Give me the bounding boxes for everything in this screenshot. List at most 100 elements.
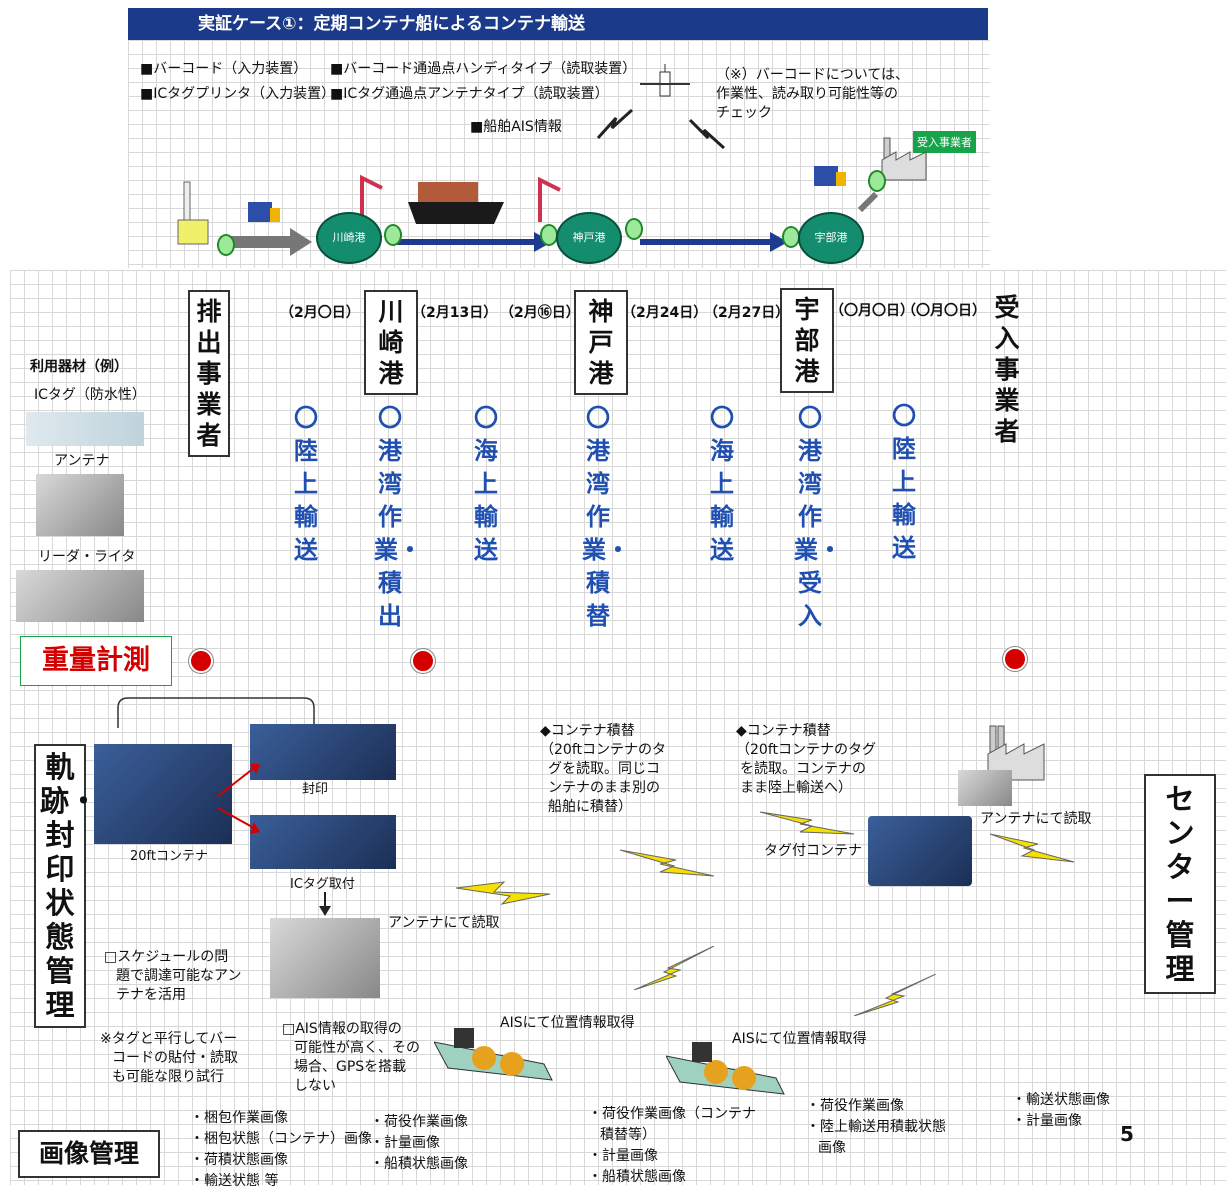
factory-icon	[177, 181, 209, 245]
center-management-label: センター管理	[1144, 774, 1216, 994]
ship-icon	[434, 1028, 553, 1081]
lightning-icon	[620, 849, 715, 877]
list-item: ・計量画像	[588, 1148, 658, 1164]
head-kobe: 神戸港	[574, 290, 628, 395]
note-line: 場合、GPSを搭載	[294, 1059, 407, 1075]
container-label: 20ftコンテナ	[130, 849, 208, 864]
note-line: しない	[294, 1078, 336, 1094]
reader-writer-image	[16, 570, 144, 622]
tagged-container-truck	[868, 816, 972, 886]
image-list-receiver: ・輸送状態画像 ・計量画像	[1012, 1090, 1110, 1132]
equipment-item: ■バーコード（入力装置）	[140, 61, 308, 77]
factory-icon	[881, 137, 927, 181]
page-title: 実証ケース①：定期コンテナ船によるコンテナ輸送	[128, 8, 988, 40]
ictag-label: ICタグ取付	[290, 877, 355, 892]
date-label: （2月24日）	[622, 305, 708, 321]
note-line: 作業性、読み取り可能性等の	[716, 86, 898, 102]
note-line: コードの貼付・読取	[112, 1050, 238, 1066]
tracking-label: 軌跡・封印状態管理	[34, 744, 98, 1028]
note-line: （※）バーコードについては、	[716, 67, 910, 83]
list-item: ・計量画像	[370, 1135, 440, 1151]
list-item: ・陸上輸送用積載状態	[806, 1119, 946, 1135]
note-line: を読取。コンテナの	[740, 761, 866, 777]
note-line: 可能性が高く、その	[294, 1040, 420, 1056]
equipment-item: ■ICタグ通過点アンテナタイプ（読取装置）	[330, 86, 609, 102]
equipment-antenna: アンテナ	[54, 453, 110, 469]
lightning-icon	[688, 118, 726, 150]
head-kawasaki: 川崎港	[364, 290, 418, 395]
port-ube: 宇部港	[798, 212, 864, 264]
list-item: ・輸送状態 等	[190, 1173, 279, 1189]
flow-diagram-panel	[128, 40, 990, 268]
date-label: （2月27日）	[704, 305, 790, 321]
note-line: まま陸上輸送へ）	[740, 780, 852, 796]
lightning-icon	[596, 108, 634, 140]
bracket-line	[117, 697, 315, 728]
list-item: ・船積状態画像	[370, 1156, 468, 1172]
ictag-photo	[250, 815, 396, 869]
equipment-reader: リーダ・ライタ	[38, 549, 136, 565]
note-line: □スケジュールの問	[104, 949, 229, 965]
truck-icon	[814, 166, 846, 186]
image-list-kawasaki: ・荷役作業画像 ・計量画像 ・船積状態画像	[370, 1112, 468, 1175]
equipment-list-1: ■バーコード（入力装置） ■ICタグプリンタ（入力装置）	[140, 60, 335, 104]
note-line: グを読取。同じコ	[548, 761, 660, 777]
flow-arrows	[230, 191, 879, 256]
ais-position-label: AISにて位置情報取得	[500, 1015, 635, 1031]
date-label: （2月13日）	[412, 305, 498, 321]
image-list-shipper: ・梱包作業画像 ・梱包状態（コンテナ）画像 ・荷積状態画像 ・輸送状態 等	[190, 1108, 372, 1192]
transship-note-ube: ◆コンテナ積替 （20ftコンテナのタグ を読取。コンテナの まま陸上輸送へ）	[736, 722, 876, 798]
image-list-kobe: ・荷役作業画像（コンテナ 積替等） ・計量画像 ・船積状態画像	[588, 1104, 756, 1188]
activity-port-receiving: 〇港湾作業・受入	[794, 404, 842, 630]
lightning-icon	[760, 811, 855, 835]
lightning-icon	[853, 974, 936, 1016]
down-arrow	[319, 892, 331, 916]
satellite-icon	[640, 64, 690, 97]
container-photo	[94, 744, 232, 844]
image-list-ube: ・荷役作業画像 ・陸上輸送用積載状態 画像	[806, 1096, 946, 1159]
weight-dot	[189, 649, 213, 673]
lightning-icon	[990, 833, 1075, 863]
list-item: ・梱包作業画像	[190, 1110, 288, 1126]
page-number: 5	[1120, 1122, 1134, 1146]
activity-sea-transport: 〇海上輸送	[474, 404, 498, 564]
ais-label: ■船舶AIS情報	[470, 119, 562, 135]
list-item: ・船積状態画像	[588, 1169, 686, 1185]
schedule-note: □スケジュールの問 題で調達可能なアン テナを活用	[104, 948, 241, 1005]
lightning-icon	[456, 881, 551, 905]
activity-land-transport: 〇陸上輸送	[294, 404, 318, 564]
antenna-read-label-2: アンテナにて読取	[980, 811, 1092, 827]
barcode-note: （※）バーコードについては、 作業性、読み取り可能性等の チェック	[716, 66, 909, 123]
note-line: も可能な限り試行	[112, 1069, 224, 1085]
note-line: ◆コンテナ積替	[540, 723, 635, 739]
head-shipper: 排出事業者	[188, 290, 230, 457]
seal-label: 封印	[302, 782, 329, 797]
list-item: ・荷役作業画像（コンテナ	[588, 1106, 756, 1122]
port-kobe: 神戸港	[556, 212, 622, 264]
equipment-ictag: ICタグ（防水性）	[34, 387, 146, 403]
list-item: 積替等）	[600, 1127, 656, 1143]
checkpoint-dot	[625, 218, 643, 240]
seal-photo	[250, 724, 396, 780]
head-receiver: 受入事業者	[994, 293, 1020, 446]
barcode-trial-note: ※タグと平行してバー コードの貼付・読取 も可能な限り試行	[100, 1030, 238, 1087]
red-arrows	[217, 764, 260, 834]
list-item: ・輸送状態画像	[1012, 1092, 1110, 1108]
crane-icon	[538, 176, 561, 222]
transship-note-kobe: ◆コンテナ積替 （20ftコンテナのタ グを読取。同じコ ンテナのまま別の 船舶…	[540, 722, 666, 817]
head-ube: 宇部港	[780, 288, 834, 393]
image-management-label: 画像管理	[18, 1130, 160, 1178]
note-line: （20ftコンテナのタグ	[736, 742, 876, 758]
activity-sea-transport: 〇海上輸送	[710, 404, 734, 564]
list-item: 画像	[818, 1140, 846, 1156]
crane-icon	[360, 174, 383, 220]
note-line: チェック	[716, 105, 772, 121]
list-item: ・荷積状態画像	[190, 1152, 288, 1168]
checkpoint-dot	[868, 170, 886, 192]
list-item: ・荷役作業画像	[806, 1098, 904, 1114]
ais-position-label-2: AISにて位置情報取得	[732, 1031, 867, 1047]
note-line: □AIS情報の取得の	[282, 1021, 402, 1037]
equipment-title: 利用器材（例）	[30, 359, 128, 375]
receiver-tag: 受入事業者	[913, 131, 976, 153]
checkpoint-dot	[217, 234, 235, 256]
